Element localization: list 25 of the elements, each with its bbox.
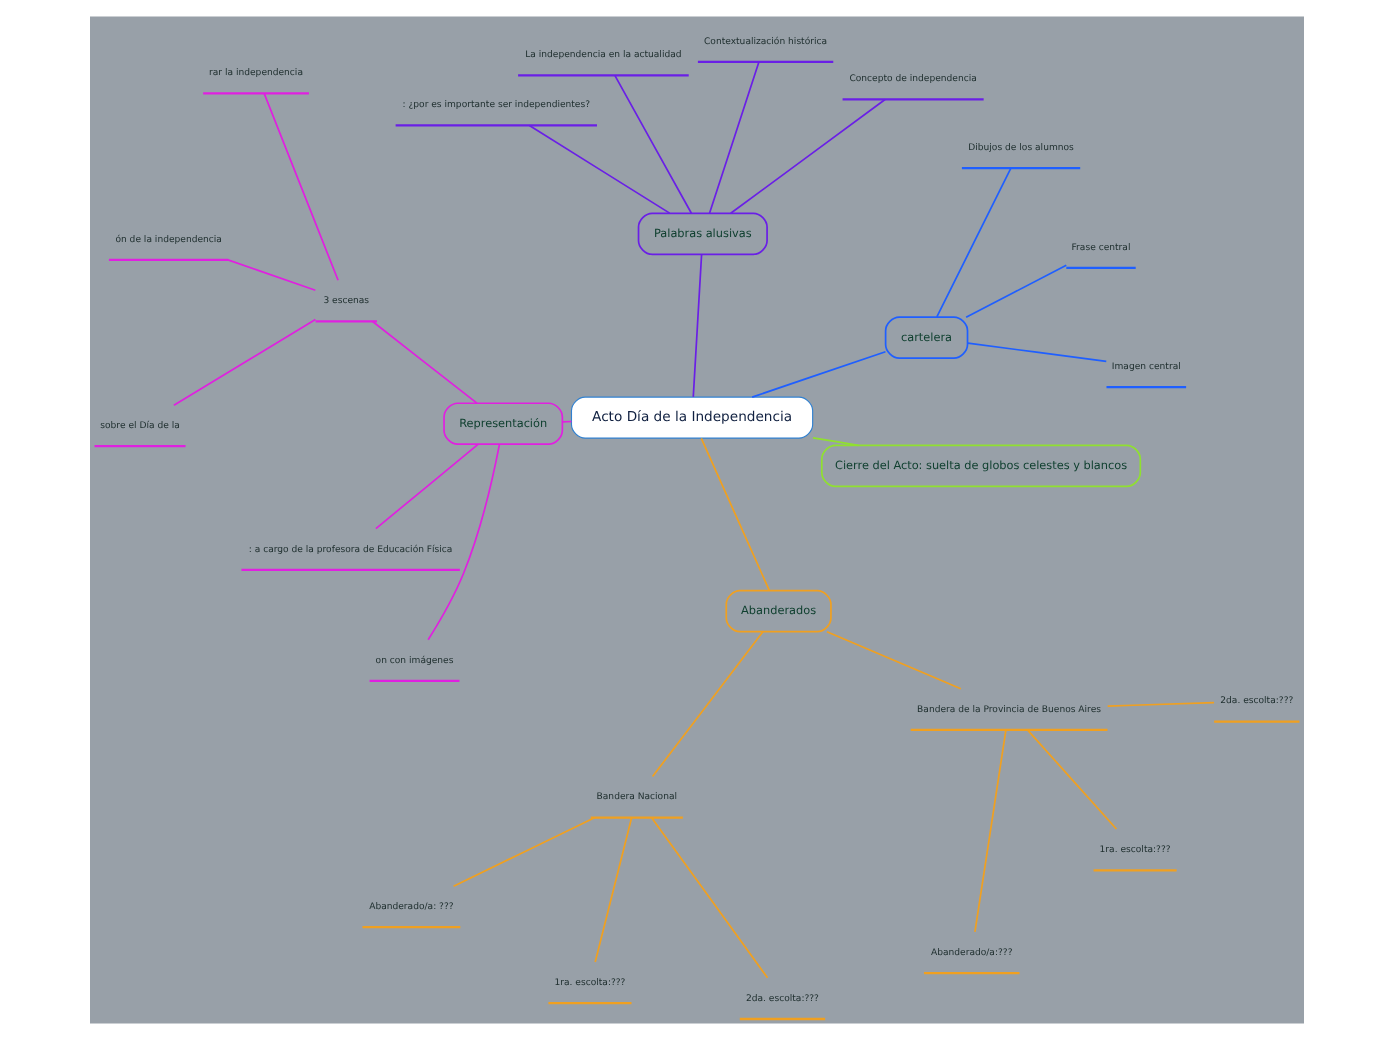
connector bbox=[707, 61, 759, 215]
connector bbox=[613, 74, 692, 215]
connector bbox=[374, 443, 478, 530]
connector bbox=[973, 729, 1006, 933]
connector bbox=[699, 437, 770, 592]
connector bbox=[650, 630, 763, 778]
connector bbox=[262, 92, 338, 282]
connector bbox=[964, 264, 1067, 319]
connector bbox=[811, 436, 859, 447]
connector bbox=[935, 167, 1011, 318]
connector bbox=[370, 320, 477, 404]
connector bbox=[226, 259, 316, 292]
connector bbox=[966, 342, 1107, 363]
connector bbox=[825, 630, 961, 690]
connector bbox=[451, 816, 595, 887]
connector bbox=[691, 253, 702, 398]
connector bbox=[593, 816, 632, 963]
connector bbox=[1025, 729, 1117, 830]
connector bbox=[750, 350, 886, 398]
connector bbox=[527, 124, 670, 214]
connector bbox=[1105, 701, 1214, 707]
connector bbox=[426, 443, 500, 641]
connector bbox=[172, 318, 316, 407]
connector bbox=[728, 98, 885, 215]
connector bbox=[650, 817, 768, 979]
